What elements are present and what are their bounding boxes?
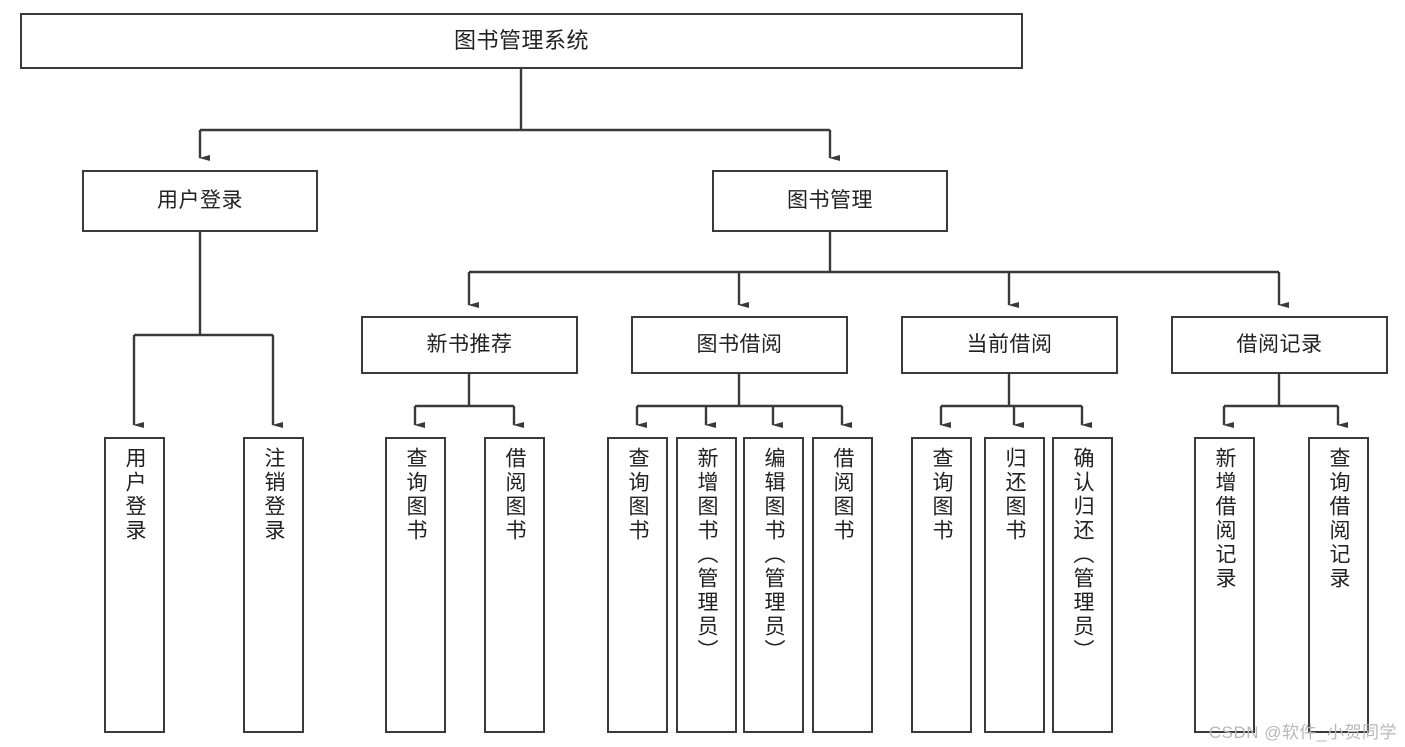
- node-root-label: 图书管理系统: [453, 28, 589, 54]
- node-user-login-label: 用户登录: [157, 188, 243, 212]
- node-leaf-query-book-current[interactable]: 查询图书: [911, 437, 972, 733]
- node-leaf-borrow-book-recommend-label: 借阅图书: [503, 447, 526, 543]
- node-current-borrow-label: 当前借阅: [966, 332, 1053, 356]
- node-new-book-recommend-label: 新书推荐: [426, 332, 513, 356]
- watermark-text: CSDN @软件_小贺同学: [1208, 723, 1397, 742]
- node-leaf-edit-book-admin[interactable]: 编辑图书（管理员）: [743, 437, 804, 733]
- node-leaf-confirm-return-admin[interactable]: 确认归还（管理员）: [1052, 437, 1113, 733]
- node-leaf-edit-book-admin-label: 编辑图书（管理员）: [762, 447, 785, 663]
- node-leaf-return-book[interactable]: 归还图书: [984, 437, 1045, 733]
- node-leaf-add-borrow-record-label: 新增借阅记录: [1213, 447, 1236, 591]
- node-leaf-user-login-label: 用户登录: [123, 447, 146, 543]
- node-leaf-add-book-admin-label: 新增图书（管理员）: [695, 447, 718, 663]
- node-leaf-query-book-borrow[interactable]: 查询图书: [607, 437, 668, 733]
- node-book-borrow-label: 图书借阅: [696, 332, 783, 356]
- node-leaf-add-borrow-record[interactable]: 新增借阅记录: [1194, 437, 1255, 733]
- node-leaf-add-book-admin[interactable]: 新增图书（管理员）: [676, 437, 737, 733]
- node-book-borrow[interactable]: 图书借阅: [631, 316, 848, 374]
- node-leaf-logout-label: 注销登录: [262, 447, 285, 543]
- node-leaf-user-login[interactable]: 用户登录: [104, 437, 165, 733]
- node-user-login[interactable]: 用户登录: [82, 170, 318, 232]
- node-book-management[interactable]: 图书管理: [712, 170, 948, 232]
- node-borrow-record[interactable]: 借阅记录: [1171, 316, 1388, 374]
- node-leaf-borrow-book-recommend[interactable]: 借阅图书: [484, 437, 545, 733]
- node-borrow-record-label: 借阅记录: [1236, 332, 1323, 356]
- node-leaf-borrow-book[interactable]: 借阅图书: [812, 437, 873, 733]
- node-leaf-logout[interactable]: 注销登录: [243, 437, 304, 733]
- node-leaf-query-borrow-record[interactable]: 查询借阅记录: [1308, 437, 1369, 733]
- node-new-book-recommend[interactable]: 新书推荐: [361, 316, 578, 374]
- node-leaf-confirm-return-admin-label: 确认归还（管理员）: [1071, 447, 1094, 663]
- node-leaf-borrow-book-label: 借阅图书: [831, 447, 854, 543]
- node-leaf-query-book-recommend[interactable]: 查询图书: [385, 437, 446, 733]
- node-book-management-label: 图书管理: [787, 188, 873, 212]
- node-leaf-query-book-recommend-label: 查询图书: [404, 447, 427, 543]
- node-current-borrow[interactable]: 当前借阅: [901, 316, 1118, 374]
- node-leaf-query-book-current-label: 查询图书: [930, 447, 953, 543]
- node-leaf-query-book-borrow-label: 查询图书: [626, 447, 649, 543]
- node-leaf-return-book-label: 归还图书: [1003, 447, 1026, 543]
- node-leaf-query-borrow-record-label: 查询借阅记录: [1327, 447, 1350, 591]
- node-root[interactable]: 图书管理系统: [20, 13, 1023, 69]
